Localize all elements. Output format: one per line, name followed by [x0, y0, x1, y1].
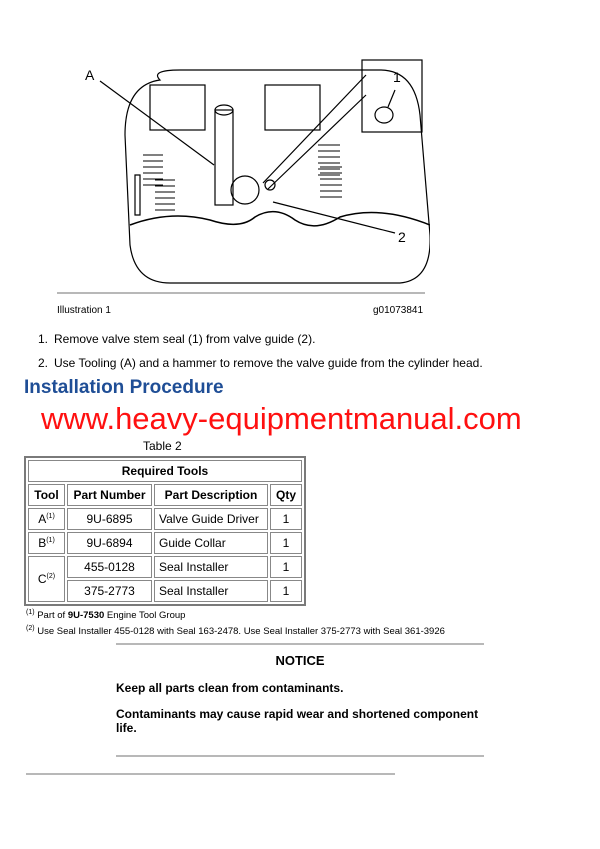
qty-cell: 1	[270, 580, 302, 602]
col-header: Qty	[270, 484, 302, 506]
desc-cell: Seal Installer	[154, 580, 268, 602]
illustration-id: g01073841	[373, 305, 424, 316]
step-text: Use Tooling (A) and a hammer to remove t…	[54, 356, 483, 370]
callout-1: 1	[393, 69, 401, 85]
footnote-2: (2) Use Seal Installer 455-0128 with Sea…	[26, 625, 445, 638]
watermark: www.heavy-equipmentmanual.com	[41, 401, 522, 436]
table-row: A(1) 9U-6895 Valve Guide Driver 1	[28, 508, 302, 530]
qty-cell: 1	[270, 532, 302, 554]
col-header: Part Description	[154, 484, 268, 506]
notice-top-divider	[116, 643, 484, 645]
desc-cell: Guide Collar	[154, 532, 268, 554]
cylinder-head-illustration: A 1 2	[85, 59, 430, 284]
part-cell: 455-0128	[67, 556, 152, 578]
callout-2: 2	[398, 229, 406, 245]
qty-cell: 1	[270, 556, 302, 578]
step-text: Remove valve stem seal (1) from valve gu…	[54, 332, 316, 346]
callout-a: A	[85, 67, 95, 83]
step-number: 2.	[38, 356, 49, 370]
required-tools-table: Required Tools Tool Part Number Part Des…	[24, 456, 306, 606]
col-header: Part Number	[67, 484, 152, 506]
notice-line: Contaminants may cause rapid wear and sh…	[116, 707, 479, 735]
step-number: 1.	[38, 332, 49, 346]
desc-cell: Seal Installer	[154, 556, 268, 578]
section-heading: Installation Procedure	[24, 377, 224, 398]
desc-cell: Valve Guide Driver	[154, 508, 268, 530]
step-2: 2. Use Tooling (A) and a hammer to remov…	[38, 356, 483, 370]
notice-line: Keep all parts clean from contaminants.	[116, 681, 344, 695]
notice-bottom-divider	[116, 755, 484, 757]
qty-cell: 1	[270, 508, 302, 530]
part-cell: 9U-6895	[67, 508, 152, 530]
illustration-caption: Illustration 1	[57, 305, 111, 316]
page-divider	[26, 773, 395, 775]
table-row: C(2) 455-0128 Seal Installer 1	[28, 556, 302, 602]
table-label: Table 2	[143, 439, 182, 453]
notice-title: NOTICE	[275, 653, 325, 668]
table-row: 375-2773 Seal Installer 1	[28, 580, 302, 602]
tool-cell: C(2)	[28, 556, 65, 602]
part-cell: 9U-6894	[67, 532, 152, 554]
part-cell: 375-2773	[67, 580, 152, 602]
table-title: Required Tools	[28, 460, 302, 482]
step-1: 1. Remove valve stem seal (1) from valve…	[38, 332, 315, 346]
table-row: B(1) 9U-6894 Guide Collar 1	[28, 532, 302, 554]
tool-cell: B(1)	[28, 532, 65, 554]
col-header: Tool	[28, 484, 65, 506]
tool-cell: A(1)	[28, 508, 65, 530]
divider	[57, 292, 425, 294]
footnote-1: (1) Part of 9U-7530 Engine Tool Group	[26, 609, 186, 622]
